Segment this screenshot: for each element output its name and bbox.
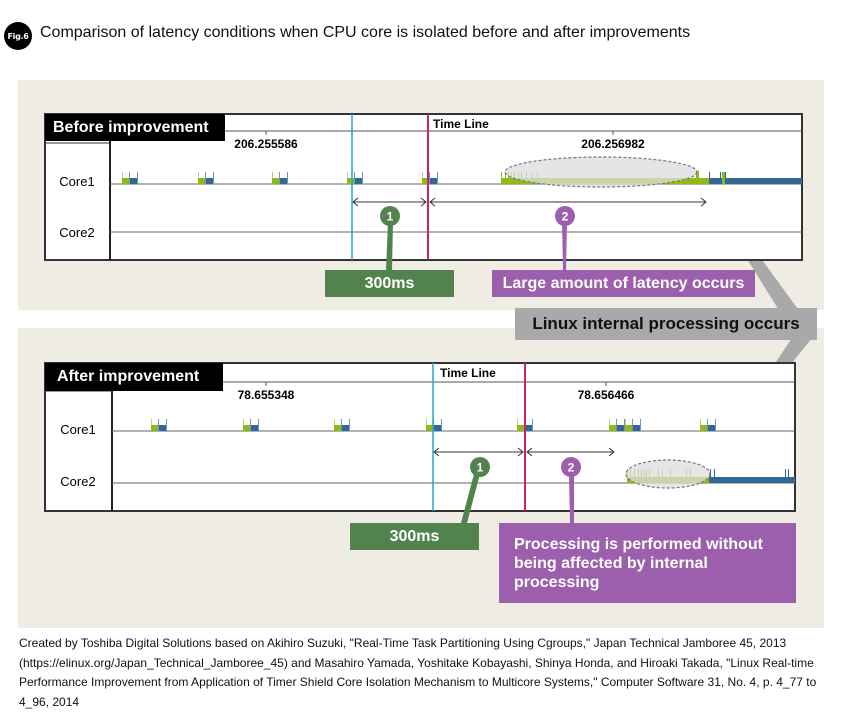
task-blue-block bbox=[524, 425, 533, 431]
task-spike bbox=[429, 172, 430, 184]
task-spike bbox=[697, 171, 699, 178]
task-spike bbox=[341, 419, 342, 431]
task-spike bbox=[349, 419, 350, 431]
task-blue-bar bbox=[709, 178, 802, 184]
task-green-block bbox=[625, 425, 632, 431]
task-blue-block bbox=[429, 178, 438, 184]
row-label-core1: Core1 bbox=[60, 422, 95, 437]
row-label-core2: Core2 bbox=[60, 474, 95, 489]
task-spike bbox=[362, 172, 363, 184]
task-spike bbox=[616, 419, 617, 431]
internal-processing-ellipse bbox=[625, 459, 711, 489]
task-green-block bbox=[198, 178, 205, 184]
interval-arrow-1 bbox=[352, 197, 427, 207]
task-spike bbox=[785, 469, 786, 477]
task-spike bbox=[532, 419, 533, 431]
timeline-label: Time Line bbox=[433, 117, 489, 131]
task-spike bbox=[715, 419, 716, 431]
figure-title: Comparison of latency conditions when CP… bbox=[40, 24, 691, 41]
marker-1-badge bbox=[380, 206, 400, 226]
task-blue-bar bbox=[709, 477, 795, 483]
task-spike bbox=[714, 469, 715, 477]
marker-1-number: 1 bbox=[387, 210, 394, 224]
marker-2-badge bbox=[561, 457, 581, 477]
task-blue-block bbox=[279, 178, 288, 184]
row-label-core2: Core2 bbox=[59, 225, 94, 240]
figure-badge: Fig.6 bbox=[4, 22, 32, 50]
task-green-block bbox=[334, 425, 341, 431]
task-green-block bbox=[422, 178, 429, 184]
task-spike bbox=[640, 419, 641, 431]
task-spike bbox=[505, 172, 506, 178]
task-green-block bbox=[243, 425, 250, 431]
task-spike bbox=[709, 172, 710, 178]
task-blue-block bbox=[250, 425, 259, 431]
tick-label: 206.256982 bbox=[581, 137, 645, 151]
tick-label: 78.656466 bbox=[578, 388, 635, 402]
task-blue-block bbox=[354, 178, 363, 184]
task-spike bbox=[632, 419, 633, 431]
latency-highlight-ellipse bbox=[504, 156, 698, 188]
task-spike bbox=[158, 419, 159, 431]
marker-2-number: 2 bbox=[562, 210, 569, 224]
panel-before-label: Before improvement bbox=[45, 114, 225, 141]
task-green-block bbox=[722, 172, 725, 184]
marker-1-badge bbox=[470, 457, 490, 477]
task-spike bbox=[166, 419, 167, 431]
task-blue-block bbox=[129, 178, 138, 184]
task-green-block bbox=[517, 425, 524, 431]
task-spike bbox=[707, 419, 708, 431]
marker-1-number: 1 bbox=[477, 461, 484, 475]
callout-latency-before: Large amount of latency occurs bbox=[492, 270, 755, 297]
task-spike bbox=[279, 172, 280, 184]
task-blue-block bbox=[341, 425, 350, 431]
task-green-block bbox=[151, 425, 158, 431]
task-green-block bbox=[272, 178, 279, 184]
task-green-block bbox=[347, 178, 354, 184]
task-blue-block bbox=[616, 425, 625, 431]
marker-2-number: 2 bbox=[568, 461, 575, 475]
task-spike bbox=[137, 172, 138, 184]
task-spike bbox=[205, 172, 206, 184]
task-spike bbox=[501, 172, 502, 178]
task-spike bbox=[437, 172, 438, 184]
callout-interval-after: 300ms bbox=[350, 523, 479, 550]
task-blue-block bbox=[632, 425, 641, 431]
task-spike bbox=[720, 172, 721, 178]
task-spike bbox=[788, 469, 789, 477]
interval-arrow-1 bbox=[433, 447, 524, 457]
task-spike bbox=[287, 172, 288, 184]
task-spike bbox=[213, 172, 214, 184]
task-green-block bbox=[700, 425, 707, 431]
row-label-core1: Core1 bbox=[59, 174, 94, 189]
task-blue-block bbox=[158, 425, 167, 431]
task-spike bbox=[441, 419, 442, 431]
task-blue-block bbox=[205, 178, 214, 184]
tick-label: 206.255586 bbox=[234, 137, 298, 151]
callout-interval-before: 300ms bbox=[325, 270, 454, 297]
marker-2-badge bbox=[555, 206, 575, 226]
callout-result-after: Processing is performed without being af… bbox=[499, 523, 796, 603]
task-spike bbox=[129, 172, 130, 184]
task-spike bbox=[725, 172, 726, 178]
timeline-label: Time Line bbox=[440, 366, 496, 380]
tick-label: 78.655348 bbox=[238, 388, 295, 402]
task-blue-block bbox=[433, 425, 442, 431]
task-spike bbox=[250, 419, 251, 431]
task-green-block bbox=[426, 425, 433, 431]
panel-after-label: After improvement bbox=[45, 363, 223, 391]
task-blue-block bbox=[707, 425, 716, 431]
task-spike bbox=[624, 419, 625, 431]
callout-linux-internal-processing: Linux internal processing occurs bbox=[515, 308, 817, 340]
source-credit: Created by Toshiba Digital Solutions bas… bbox=[19, 636, 817, 709]
task-spike bbox=[354, 172, 355, 184]
task-spike bbox=[258, 419, 259, 431]
task-green-block bbox=[609, 425, 616, 431]
task-spike bbox=[696, 172, 697, 178]
interval-arrow-2 bbox=[429, 197, 707, 207]
interval-arrow-2 bbox=[526, 447, 615, 457]
task-green-block bbox=[700, 178, 709, 184]
task-green-block bbox=[122, 178, 129, 184]
